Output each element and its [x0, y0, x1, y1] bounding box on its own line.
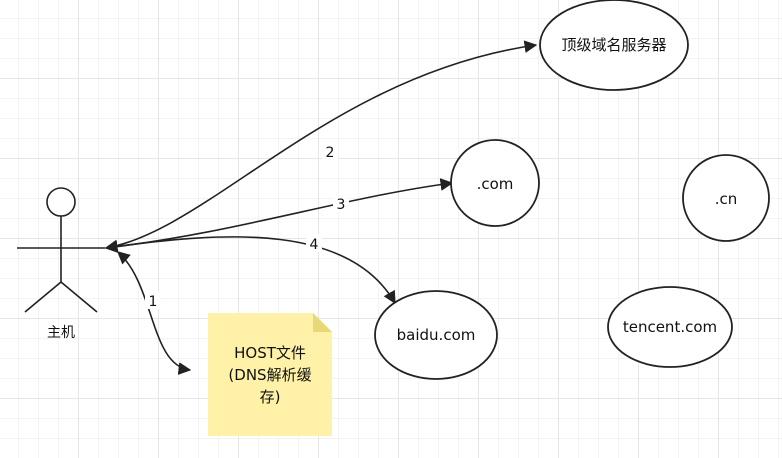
note-line-2: (DNS解析缓 — [228, 366, 311, 384]
baidu-label: baidu.com — [397, 326, 476, 344]
note-line-1: HOST文件 — [234, 344, 306, 362]
note-line-3: 存) — [260, 388, 281, 406]
cn-node[interactable] — [682, 154, 770, 242]
cn-label: .cn — [715, 190, 738, 208]
edge-3[interactable] — [104, 178, 454, 253]
host-actor[interactable] — [17, 187, 105, 313]
com-node[interactable] — [450, 139, 540, 227]
actor-left-leg — [24, 281, 62, 313]
actor-right-leg — [60, 281, 98, 313]
top-level-domain-server-label: 顶级域名服务器 — [561, 36, 666, 54]
actor-label: 主机 — [47, 325, 75, 341]
edge-4-label-bg — [306, 234, 322, 252]
note-body — [208, 313, 332, 436]
com-label: .com — [477, 175, 514, 193]
edge-4[interactable] — [104, 236, 396, 305]
edge-3-label-bg — [333, 194, 349, 212]
note-fold — [313, 313, 332, 332]
edge-3-label: 3 — [337, 197, 346, 213]
edge-1-label: 1 — [149, 294, 158, 310]
tencent-node[interactable] — [607, 286, 733, 368]
edge-2-label: 2 — [326, 145, 335, 161]
baidu-node[interactable] — [374, 290, 498, 380]
tencent-label: tencent.com — [623, 318, 717, 336]
edge-1[interactable] — [117, 251, 192, 375]
edge-2-label-bg — [322, 142, 338, 160]
top-level-domain-server-node[interactable] — [539, 0, 689, 91]
actor-head — [46, 187, 76, 217]
host-file-note[interactable] — [208, 313, 332, 436]
edge-4-label: 4 — [310, 237, 319, 253]
